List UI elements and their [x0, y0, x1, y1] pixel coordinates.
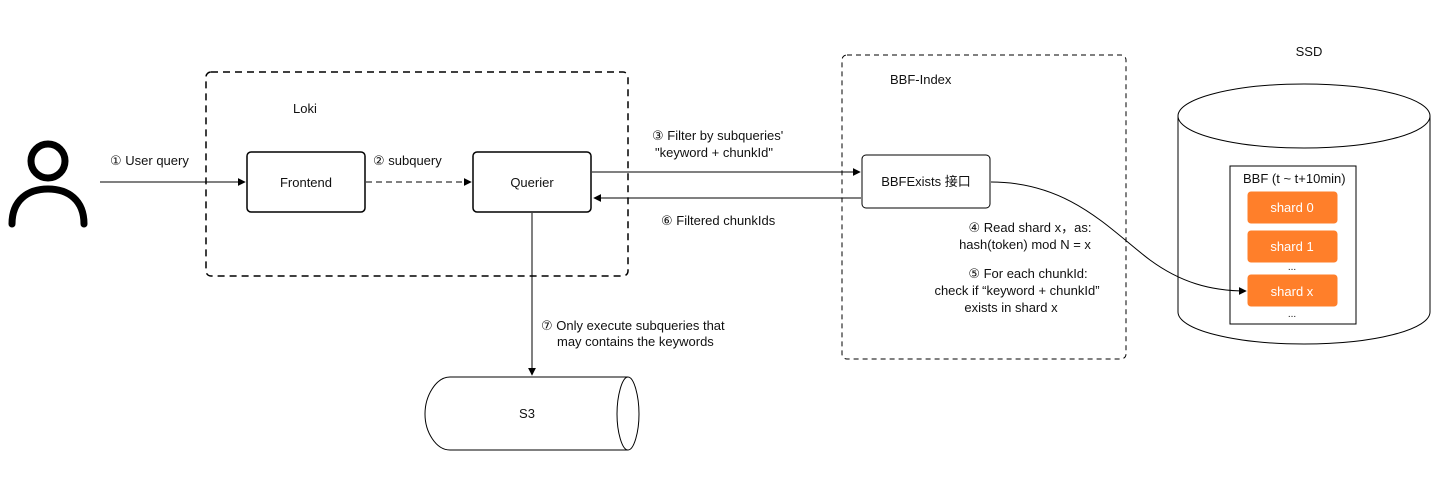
shard-ellipsis-1: ...: [1288, 262, 1296, 273]
step-7-label-line2: may contains the keywords: [557, 334, 714, 349]
bbf-index-group-label: BBF-Index: [890, 72, 952, 87]
s3-label: S3: [519, 406, 535, 421]
bbf-index-group: [841, 54, 1127, 360]
frontend-label: Frontend: [280, 175, 332, 190]
step-6-label: ⑥ Filtered chunkIds: [661, 213, 776, 228]
shard-x-block: [1247, 274, 1338, 307]
user-icon: [8, 140, 88, 228]
step-5-label-line1: ⑤ For each chunkId:: [968, 266, 1087, 281]
loki-group-label: Loki: [293, 101, 317, 116]
step-4-label-line1: ④ Read shard x，as:: [969, 220, 1092, 235]
loki-group: [205, 71, 629, 277]
s3-storage: [424, 376, 640, 451]
step-3-label-line1: ③ Filter by subqueries': [652, 128, 783, 143]
step-3-label-line2: "keyword + chunkId": [655, 145, 773, 160]
step-4-label-line2: hash(token) mod N = x: [959, 237, 1091, 252]
shard-0-block: [1247, 191, 1338, 224]
step-7-label-line1: ⑦ Only execute subqueries that: [541, 318, 725, 333]
shard-1-label: shard 1: [1270, 239, 1313, 254]
shard-0-label: shard 0: [1270, 200, 1313, 215]
step-2-label: ② subquery: [373, 153, 442, 168]
bbf-exists-node: [861, 154, 991, 209]
shard-ellipsis-2: ...: [1288, 309, 1296, 320]
shard-1-block: [1247, 230, 1338, 263]
bbf-shard-box-title: BBF (t ~ t+10min): [1243, 171, 1346, 186]
ssd-label: SSD: [1296, 44, 1323, 59]
edge-bbf-to-shard-x: [990, 181, 1247, 295]
step-5-label-line3: exists in shard x: [964, 300, 1058, 315]
step-1-label: ① User query: [110, 153, 189, 168]
bbf-exists-label: BBFExists 接口: [881, 174, 971, 189]
querier-node: [472, 151, 592, 213]
shard-x-label: shard x: [1271, 284, 1314, 299]
step-5-label-line2: check if “keyword + chunkId”: [934, 283, 1099, 298]
querier-label: Querier: [510, 175, 554, 190]
frontend-node: [246, 151, 366, 213]
